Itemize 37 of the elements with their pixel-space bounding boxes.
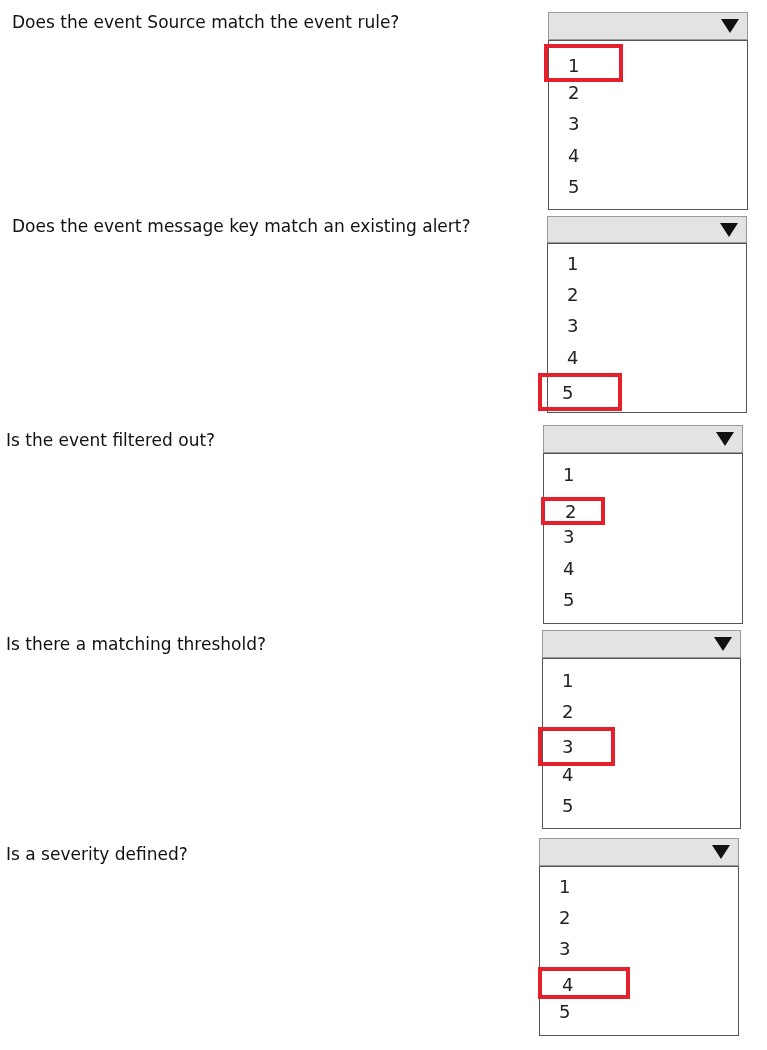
list-option: 4 <box>568 144 580 167</box>
selected-option-highlight: 1 <box>544 44 623 82</box>
list-option: 4 <box>563 557 575 580</box>
question-text: Is the event filtered out? <box>6 430 216 450</box>
list-option: 5 <box>563 588 575 611</box>
list-option: 4 <box>567 346 579 369</box>
selected-option-highlight: 4 <box>538 967 630 999</box>
dropdown-header <box>543 425 743 453</box>
question-text: Does the event message key match an existing alert? <box>12 216 471 236</box>
dropdown-header <box>539 838 739 866</box>
question-text: Does the event Source match the event rule? <box>12 12 400 32</box>
list-option: 3 <box>559 938 571 961</box>
selected-option-highlight: 2 <box>541 497 605 525</box>
question-text: Is there a matching threshold? <box>6 634 266 654</box>
list-option: 4 <box>562 763 574 786</box>
dropdown-header <box>548 12 748 40</box>
list-option: 2 <box>567 284 579 307</box>
list-option: 1 <box>563 464 575 486</box>
list-option: 2 <box>562 701 574 724</box>
dropdown-list <box>543 453 743 624</box>
list-option: 3 <box>563 526 575 549</box>
list-option: 5 <box>562 794 574 817</box>
dropdown-header <box>542 630 741 658</box>
list-option: 3 <box>568 113 580 136</box>
list-option: 1 <box>559 876 571 898</box>
list-option: 1 <box>562 670 574 692</box>
list-option: 3 <box>567 315 579 338</box>
list-option: 2 <box>568 82 580 105</box>
list-option: 2 <box>559 907 571 930</box>
dropdown-header <box>547 216 747 243</box>
selected-option-highlight: 5 <box>538 373 622 411</box>
dropdown-list <box>539 866 739 1036</box>
list-option: 1 <box>567 253 579 275</box>
selected-option-highlight: 3 <box>538 727 615 766</box>
list-option: 5 <box>559 1000 571 1023</box>
question-text: Is a severity defined? <box>6 844 188 864</box>
list-option: 5 <box>568 175 580 198</box>
